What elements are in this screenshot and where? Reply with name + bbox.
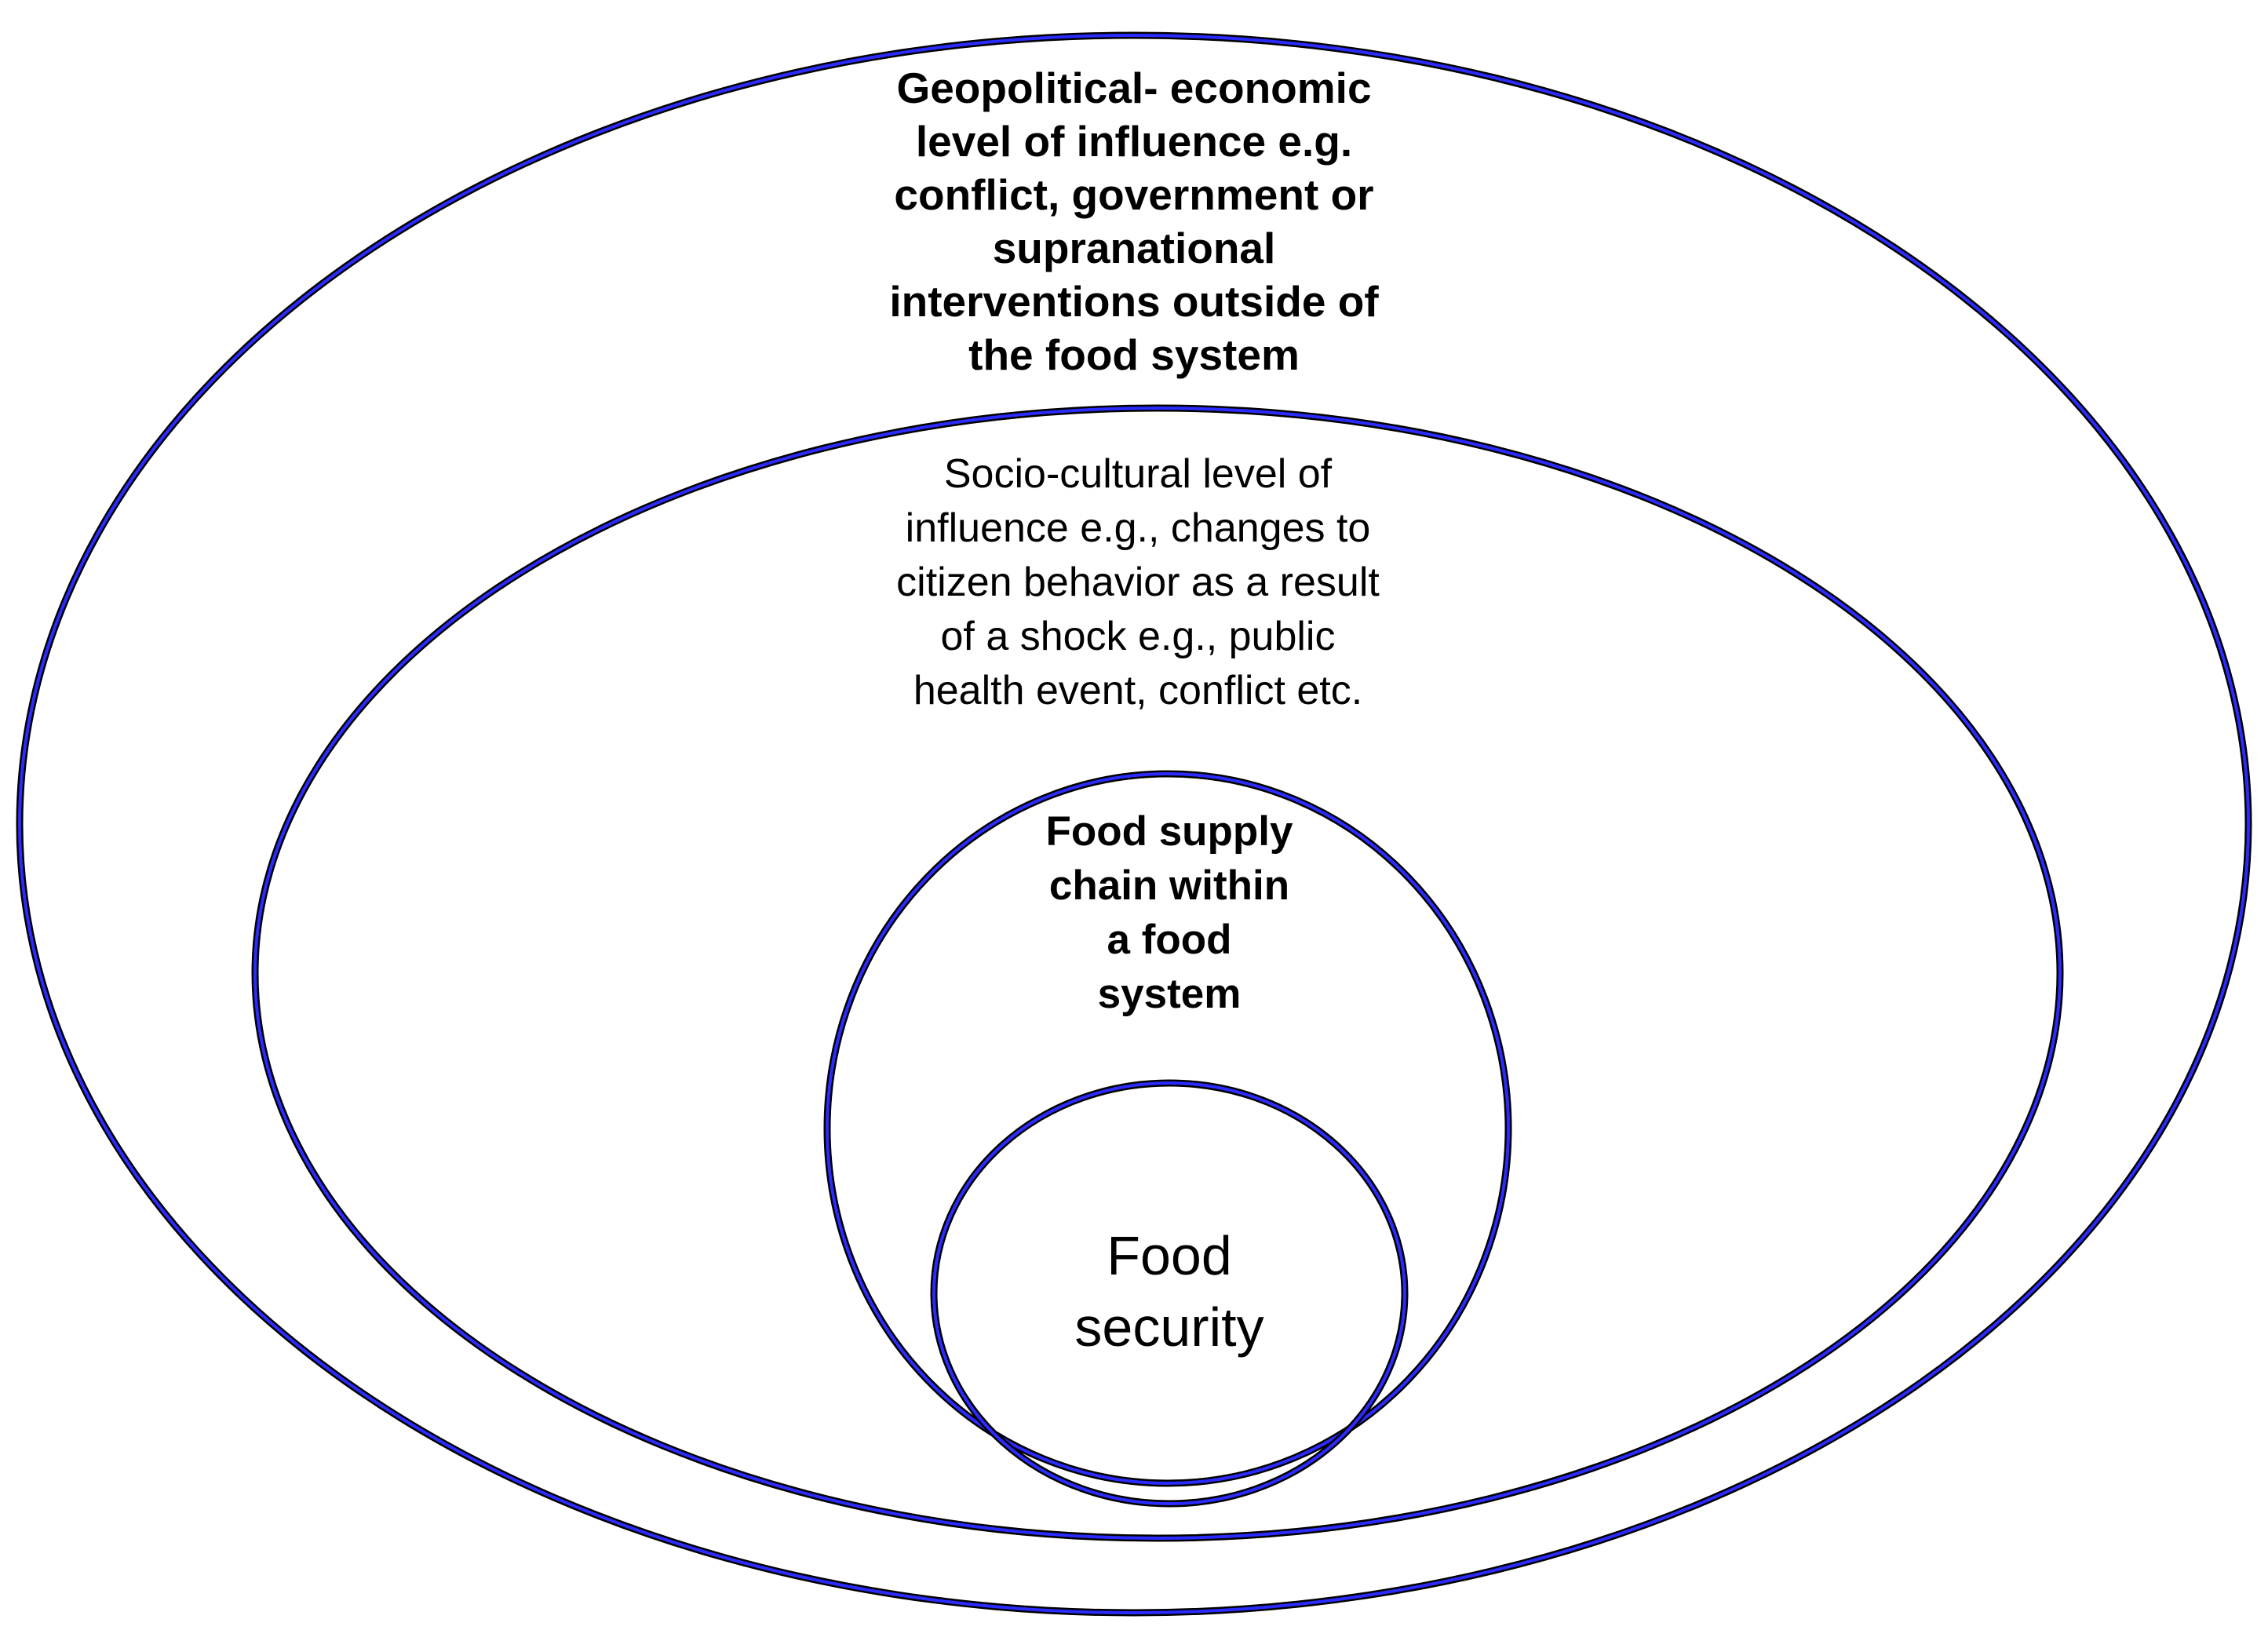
circle-supply-chain: [823, 770, 1512, 1487]
food-security-label: Food security: [1074, 1225, 1264, 1358]
supply-chain-label: Food supply chain within a food system: [1045, 808, 1293, 1017]
ellipse-geopolitical: [16, 31, 2252, 1617]
ellipse-socio-cultural: [251, 404, 2064, 1542]
geopolitical-level-label: Geopolitical- economic level of influenc…: [889, 64, 1379, 379]
circle-food-security: [930, 1079, 1409, 1508]
socio-cultural-level-label: Socio-cultural level of influence e.g., …: [896, 451, 1380, 713]
